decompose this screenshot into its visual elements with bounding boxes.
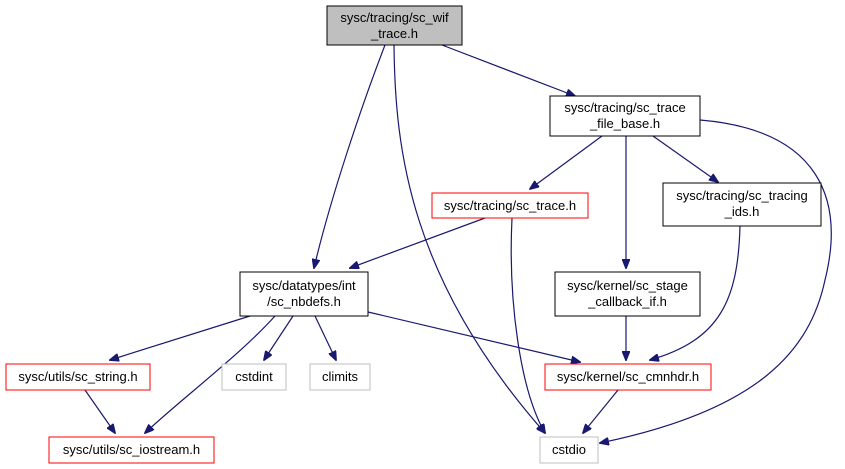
edge-nbdefs-to-sc-string bbox=[110, 315, 251, 360]
node-sc-tracing-ids[interactable]: sysc/tracing/sc_tracing _ids.h bbox=[662, 182, 822, 227]
edge-tracing-ids-to-cmnhdr bbox=[650, 225, 741, 360]
node-label-line2: _ids.h bbox=[724, 204, 760, 219]
node-cstdint[interactable]: cstdint bbox=[221, 363, 287, 391]
node-sc-trace[interactable]: sysc/tracing/sc_trace.h bbox=[431, 192, 589, 219]
edge-sc-string-to-iostream bbox=[84, 389, 115, 433]
node-label-line1: sysc/tracing/sc_trace bbox=[564, 100, 685, 115]
node-label-line1: cstdint bbox=[235, 369, 273, 384]
node-label-line1: sysc/kernel/sc_stage bbox=[567, 278, 688, 293]
edge-nbdefs-to-cmnhdr bbox=[367, 311, 580, 362]
edge-wif-to-trace-file-base bbox=[441, 44, 575, 96]
edge-nbdefs-to-cstdint bbox=[264, 315, 294, 360]
node-sc-cmnhdr[interactable]: sysc/kernel/sc_cmnhdr.h bbox=[544, 363, 712, 391]
node-label-line1: sysc/datatypes/int bbox=[252, 278, 356, 293]
node-sc-trace-file-base[interactable]: sysc/tracing/sc_trace _file_base.h bbox=[549, 95, 701, 137]
edge-sc-trace-to-nbdefs bbox=[350, 217, 486, 268]
node-label-line2: /sc_nbdefs.h bbox=[267, 294, 341, 309]
edge-tfb-to-tracing-ids bbox=[652, 135, 718, 182]
node-label-line1: sysc/utils/sc_iostream.h bbox=[63, 442, 200, 457]
edge-tfb-to-cstdio bbox=[600, 119, 832, 443]
node-sc-iostream[interactable]: sysc/utils/sc_iostream.h bbox=[48, 436, 215, 464]
node-label-line1: sysc/kernel/sc_cmnhdr.h bbox=[557, 369, 699, 384]
edge-wif-to-cstdio bbox=[393, 44, 545, 433]
edge-wif-to-nbdefs bbox=[314, 44, 386, 268]
edge-sc-trace-to-cstdio bbox=[510, 217, 545, 433]
node-sc-wif-trace[interactable]: sysc/tracing/sc_wif _trace.h bbox=[326, 5, 463, 46]
edges bbox=[84, 44, 832, 443]
node-label-line1: cstdio bbox=[552, 442, 586, 457]
node-sc-string[interactable]: sysc/utils/sc_string.h bbox=[5, 363, 151, 391]
edge-nbdefs-to-iostream bbox=[145, 315, 276, 433]
node-label-line1: sysc/tracing/sc_tracing bbox=[676, 188, 808, 203]
edge-tfb-to-sc-trace bbox=[530, 135, 603, 189]
node-label-line2: _callback_if.h bbox=[587, 294, 667, 309]
node-label-line2: _file_base.h bbox=[589, 116, 660, 131]
node-cstdio[interactable]: cstdio bbox=[539, 436, 599, 464]
node-label-line1: sysc/tracing/sc_trace.h bbox=[444, 198, 576, 213]
node-label-line1: sysc/tracing/sc_wif bbox=[340, 10, 449, 25]
node-label-line2: _trace.h bbox=[370, 26, 418, 41]
node-sc-stage-callback-if[interactable]: sysc/kernel/sc_stage _callback_if.h bbox=[554, 271, 701, 317]
edge-cmnhdr-to-cstdio bbox=[583, 389, 619, 433]
node-label-line1: sysc/utils/sc_string.h bbox=[18, 369, 137, 384]
node-climits[interactable]: climits bbox=[309, 363, 371, 391]
edge-nbdefs-to-climits bbox=[314, 315, 336, 360]
node-label-line1: climits bbox=[322, 369, 359, 384]
node-sc-nbdefs[interactable]: sysc/datatypes/int /sc_nbdefs.h bbox=[239, 271, 369, 317]
